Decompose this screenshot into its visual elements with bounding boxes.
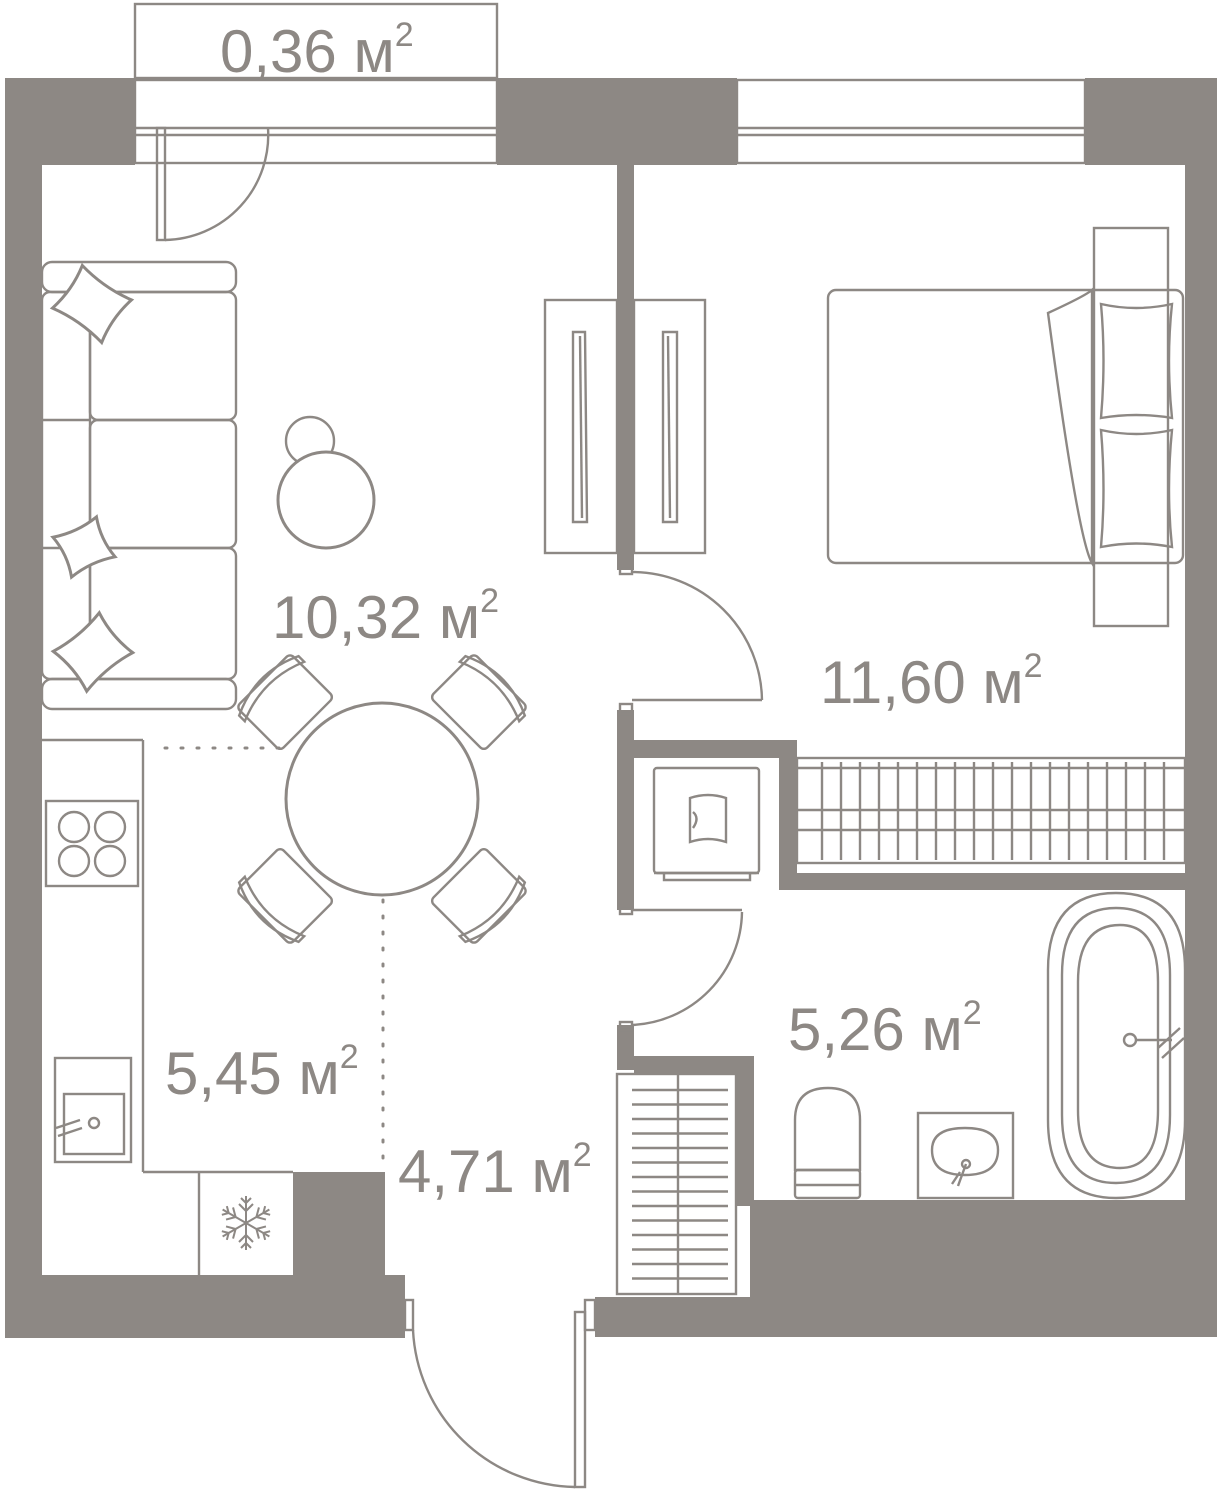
kitchen-sink <box>53 1056 133 1164</box>
balcony <box>133 2 499 80</box>
doors <box>155 126 764 1489</box>
kitchen-counter <box>42 738 293 1275</box>
bed <box>826 226 1185 628</box>
bathtub <box>1046 891 1187 1200</box>
armchair <box>276 415 376 550</box>
snowflake-icon <box>221 1196 271 1250</box>
cooktop <box>44 799 140 888</box>
bathroom-area-label: 5,26 м2 <box>788 994 982 1063</box>
bedroom-area-label: 11,60 м2 <box>820 647 1043 716</box>
washing-machine <box>652 766 761 882</box>
living-room-area-label: 10,32 м2 <box>272 582 499 651</box>
bathroom-sink <box>916 1111 1015 1200</box>
hallway-area-label: 4,71 м2 <box>398 1136 592 1205</box>
hall-shelves <box>615 1072 738 1296</box>
toilet <box>793 1086 862 1200</box>
walls <box>5 78 1217 1338</box>
storage-cabinet <box>795 756 1187 865</box>
zone-dividers <box>163 746 385 1172</box>
windows <box>133 78 1087 165</box>
wardrobe <box>543 298 707 555</box>
balcony-area-label: 0,36 м2 <box>220 16 414 85</box>
kitchen-area-label: 5,45 м2 <box>165 1038 359 1107</box>
dining-table <box>237 654 527 944</box>
sofa <box>40 260 238 711</box>
